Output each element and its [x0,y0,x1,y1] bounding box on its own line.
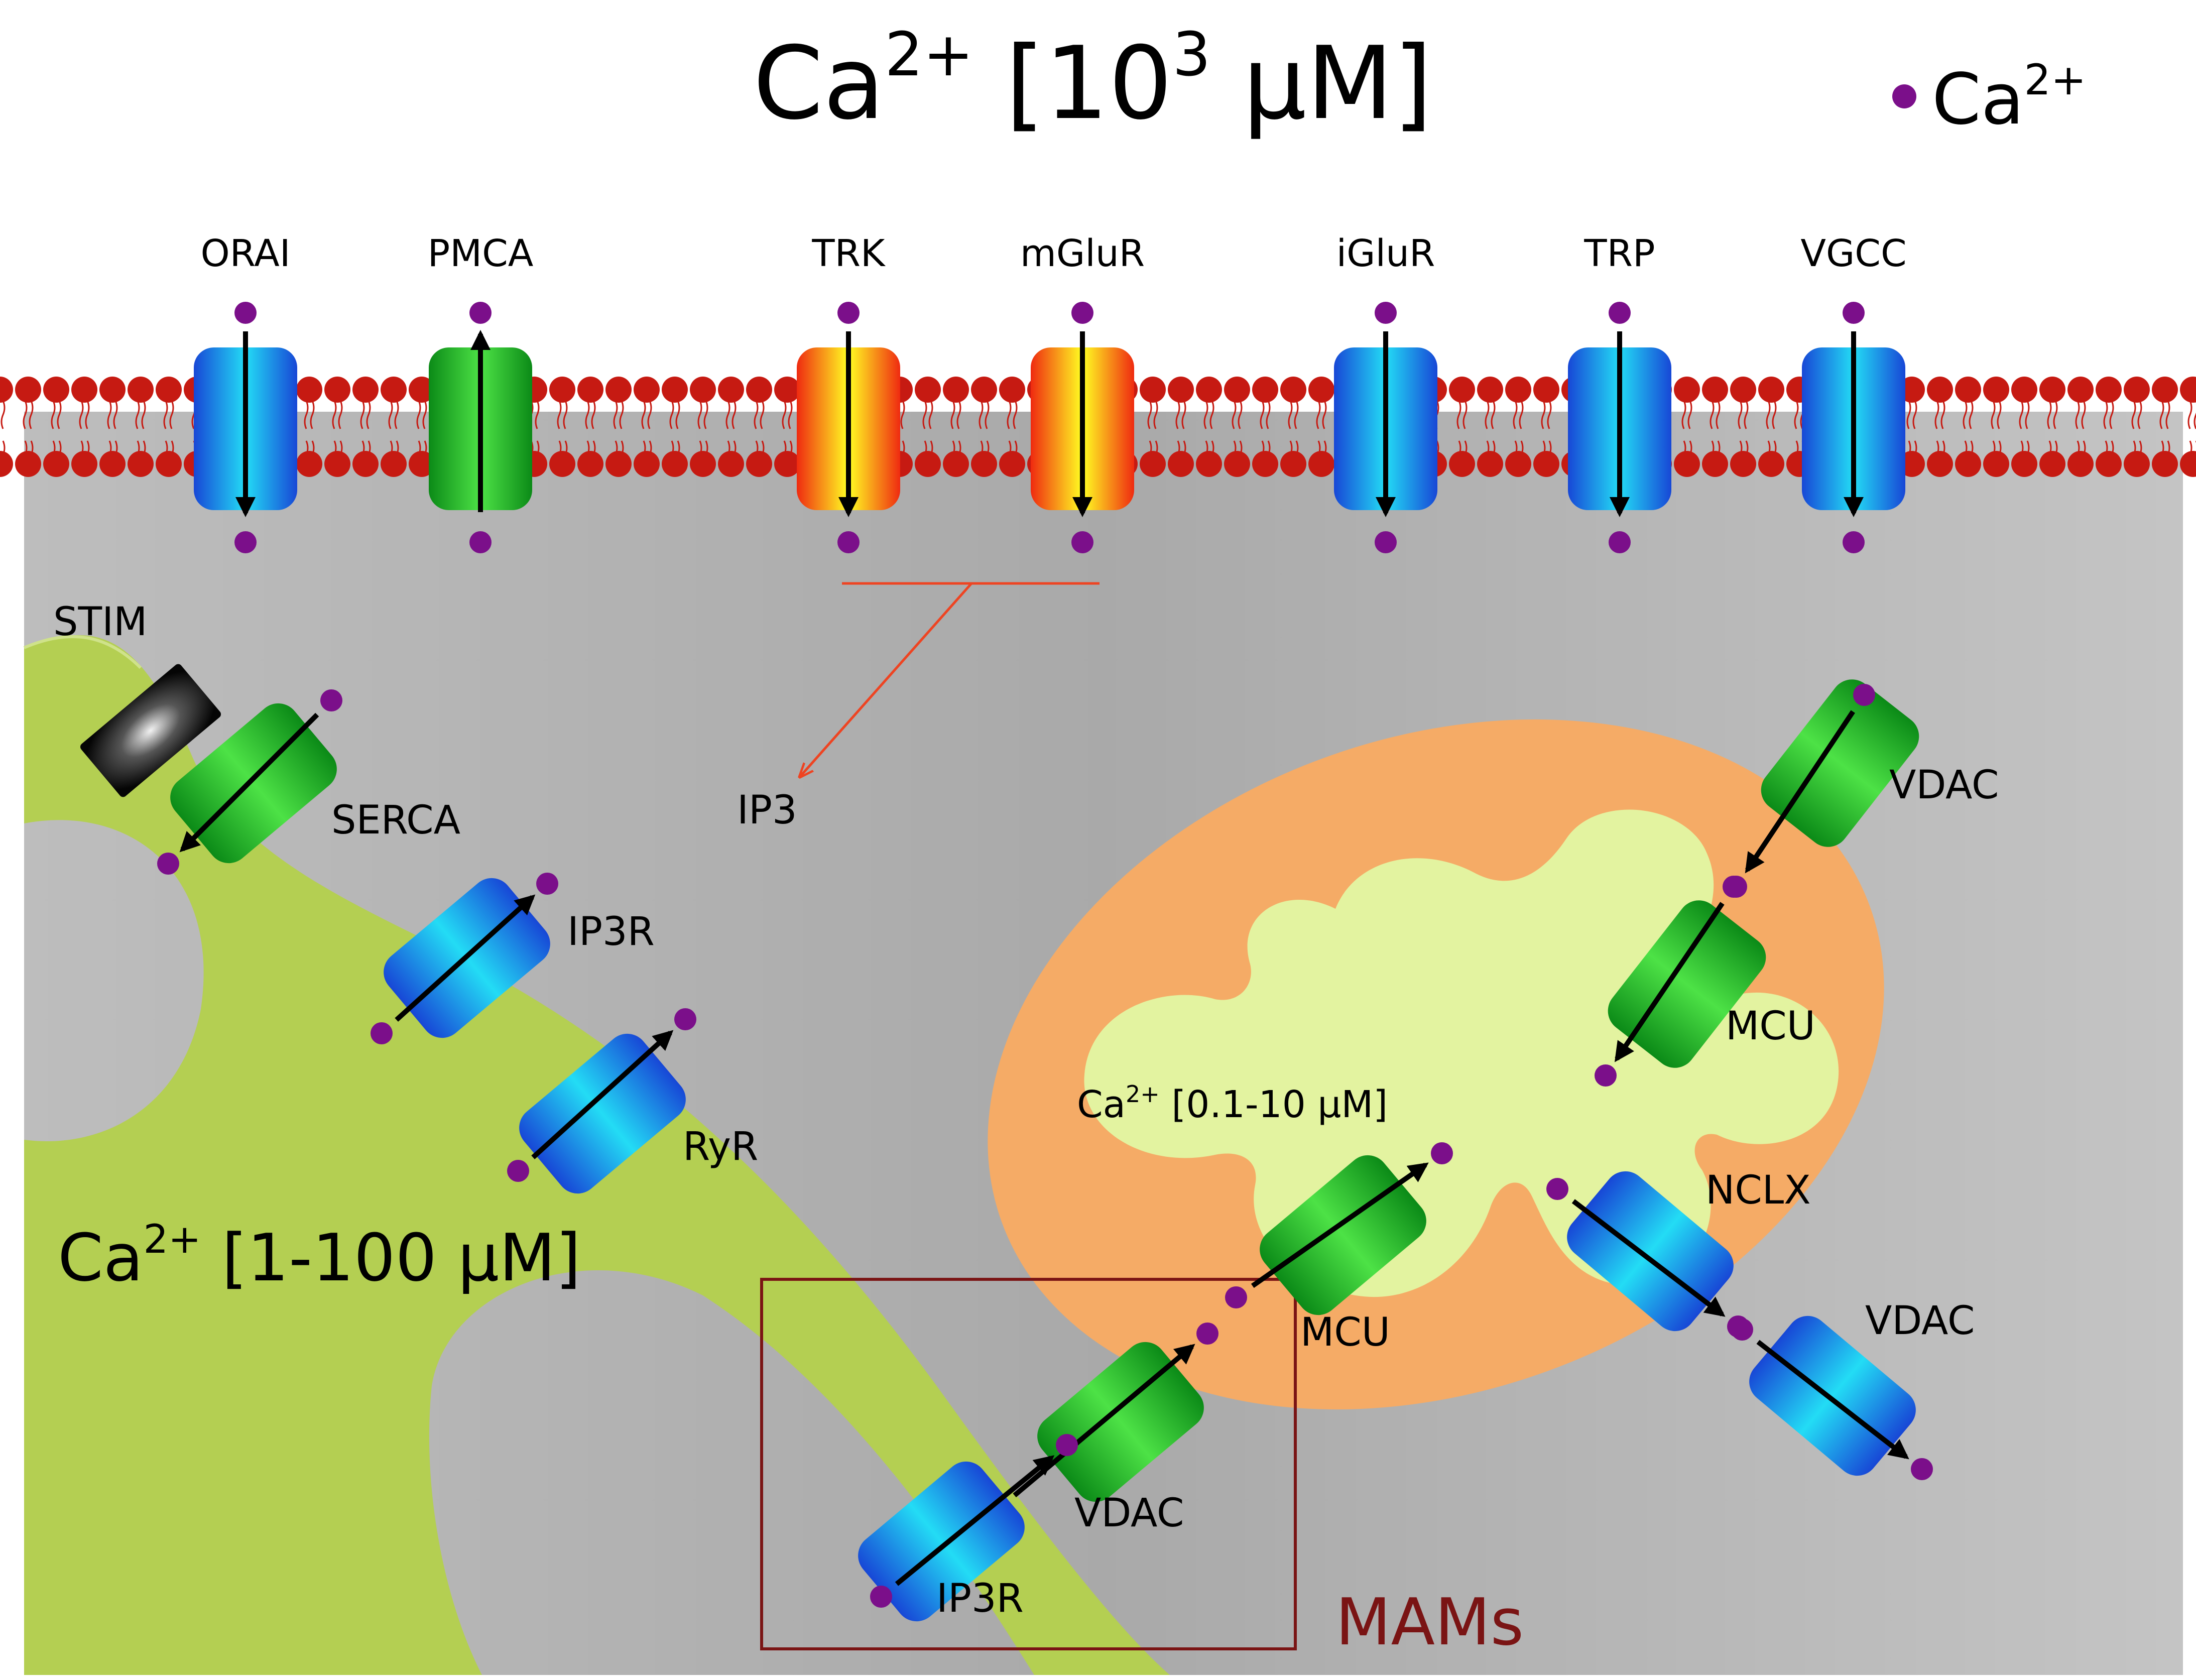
ip3r-mam-flux-arrow [895,1455,1055,1586]
mcu-top-flux-arrow [1614,902,1725,1062]
vdac-mam-body [1037,1342,1204,1502]
serca-ca-start-dot [320,689,342,711]
trp-label: TRP [1583,232,1655,275]
ip3r-mam-ca-start-dot [870,1586,892,1608]
vdac-right-ca-start-dot [1731,1318,1753,1341]
orai-label: ORAI [200,232,290,275]
mcu-mid-ca-start-dot [1225,1286,1247,1308]
trk-ca-in-dot [837,531,860,553]
vdac-right-label: VDAC [1865,1298,1975,1344]
pmca-ca-in-dot [469,531,492,553]
channel-labels: ORAI PMCA TRK mGluR iGluR TRP VGCC [200,232,1906,275]
vgcc-ca-in-dot [1843,531,1865,553]
trp-ca-in-dot [1609,531,1631,553]
vdac-top-flux-arrow [1745,710,1855,874]
mcu-top-ca-start-dot [1723,876,1745,898]
mcu-top-body [1608,900,1766,1068]
trk-channel [797,302,900,553]
vgcc-channel [1802,302,1905,553]
vdac-right-body [1749,1315,1916,1476]
vdac-right-ca-end-dot [1911,1458,1933,1480]
iglur-ca-out-dot [1375,302,1397,324]
nclx-label: NCLX [1705,1168,1811,1213]
trp-channel [1568,302,1671,553]
main-title: Ca2+ [103 µM] [753,20,1432,142]
ip3r-mam-channel [858,1434,1078,1622]
ryr-flux-arrow [531,1030,674,1159]
iglur-ca-in-dot [1375,531,1397,553]
pmca-label: PMCA [428,232,534,275]
er-calcium-concentration: Ca2+ [1-100 µM] [58,1217,581,1296]
ip3-signal [801,582,1100,776]
ryr-body [519,1033,686,1194]
vdac-top-body [1761,679,1919,847]
ip3r-er-ca-start-dot [371,1022,393,1044]
ryr-ca-end-dot [674,1008,696,1030]
ip3r-er-channel [371,873,558,1044]
vgcc-ca-out-dot [1843,302,1865,324]
orai-ca-in-dot [234,531,257,553]
vdac-mam-label: VDAC [1074,1491,1184,1536]
iglur-label: iGluR [1336,232,1435,275]
ryr-channel [507,1008,696,1194]
serca-channel [157,689,342,875]
ryr-ca-start-dot [507,1160,529,1182]
iglur-channel [1334,302,1437,553]
mcu-mid-flux-arrow [1251,1162,1429,1288]
ryr-label: RyR [683,1124,758,1169]
nclx-flux-arrow [1571,1199,1726,1317]
nclx-ca-start-dot [1546,1178,1568,1200]
ip3r-er-label: IP3R [567,909,655,954]
vdac-mam-ca-end-dot [1196,1323,1218,1345]
vgcc-label: VGCC [1800,232,1906,275]
legend: Ca2+ [1892,55,2086,141]
ip3-label: IP3 [737,788,797,833]
mcu-top-ca-end-dot [1595,1064,1617,1087]
nclx-channel [1546,1171,1749,1338]
vdac-top-label: VDAC [1889,763,1999,808]
trk-ca-out-dot [837,302,860,324]
mcu-top-label: MCU [1726,1004,1815,1049]
stim-protein [80,664,221,797]
ip3r-er-ca-end-dot [536,873,558,895]
ip3r-mam-label: IP3R [936,1576,1024,1621]
plasma-membrane-channels [194,302,1905,553]
serca-flux-arrow [179,712,319,853]
mcu-mid-ca-end-dot [1431,1142,1453,1164]
trk-label: TRK [811,232,886,275]
ip3r-er-flux-arrow [395,894,536,1022]
mitochondrion-matrix [1084,809,1839,1297]
mglur-ca-in-dot [1071,531,1093,553]
ip3r-mam-ca-end-dot [1056,1434,1078,1456]
mito-calcium-concentration: Ca2+ [0.1-10 µM] [1077,1081,1388,1126]
stim-label: STIM [53,599,147,645]
vdac-top-ca-start-dot [1853,684,1875,706]
orai-ca-out-dot [234,302,257,324]
vdac-right-flux-arrow [1756,1340,1909,1460]
organelle-channels [157,679,1933,1622]
er-membrane-edge [23,635,142,669]
vdac-right-channel [1731,1315,1933,1480]
mams-box [760,1278,1297,1650]
legend-label: Ca2+ [1932,55,2086,141]
serca-ca-end-dot [157,853,179,875]
orai-channel [194,302,297,553]
mglur-label: mGluR [1020,232,1145,275]
pmca-channel [429,302,532,553]
pmca-ca-out-dot [469,302,492,324]
serca-label: SERCA [331,798,460,843]
trp-ca-out-dot [1609,302,1631,324]
mglur-ca-out-dot [1071,302,1093,324]
legend-calcium-dot [1892,84,1916,108]
mcu-top-channel [1595,876,1766,1087]
mcu-mid-label: MCU [1300,1310,1390,1355]
mcu-mid-channel [1225,1142,1453,1315]
mams-label: MAMs [1335,1585,1524,1660]
mglur-channel [1031,302,1134,553]
